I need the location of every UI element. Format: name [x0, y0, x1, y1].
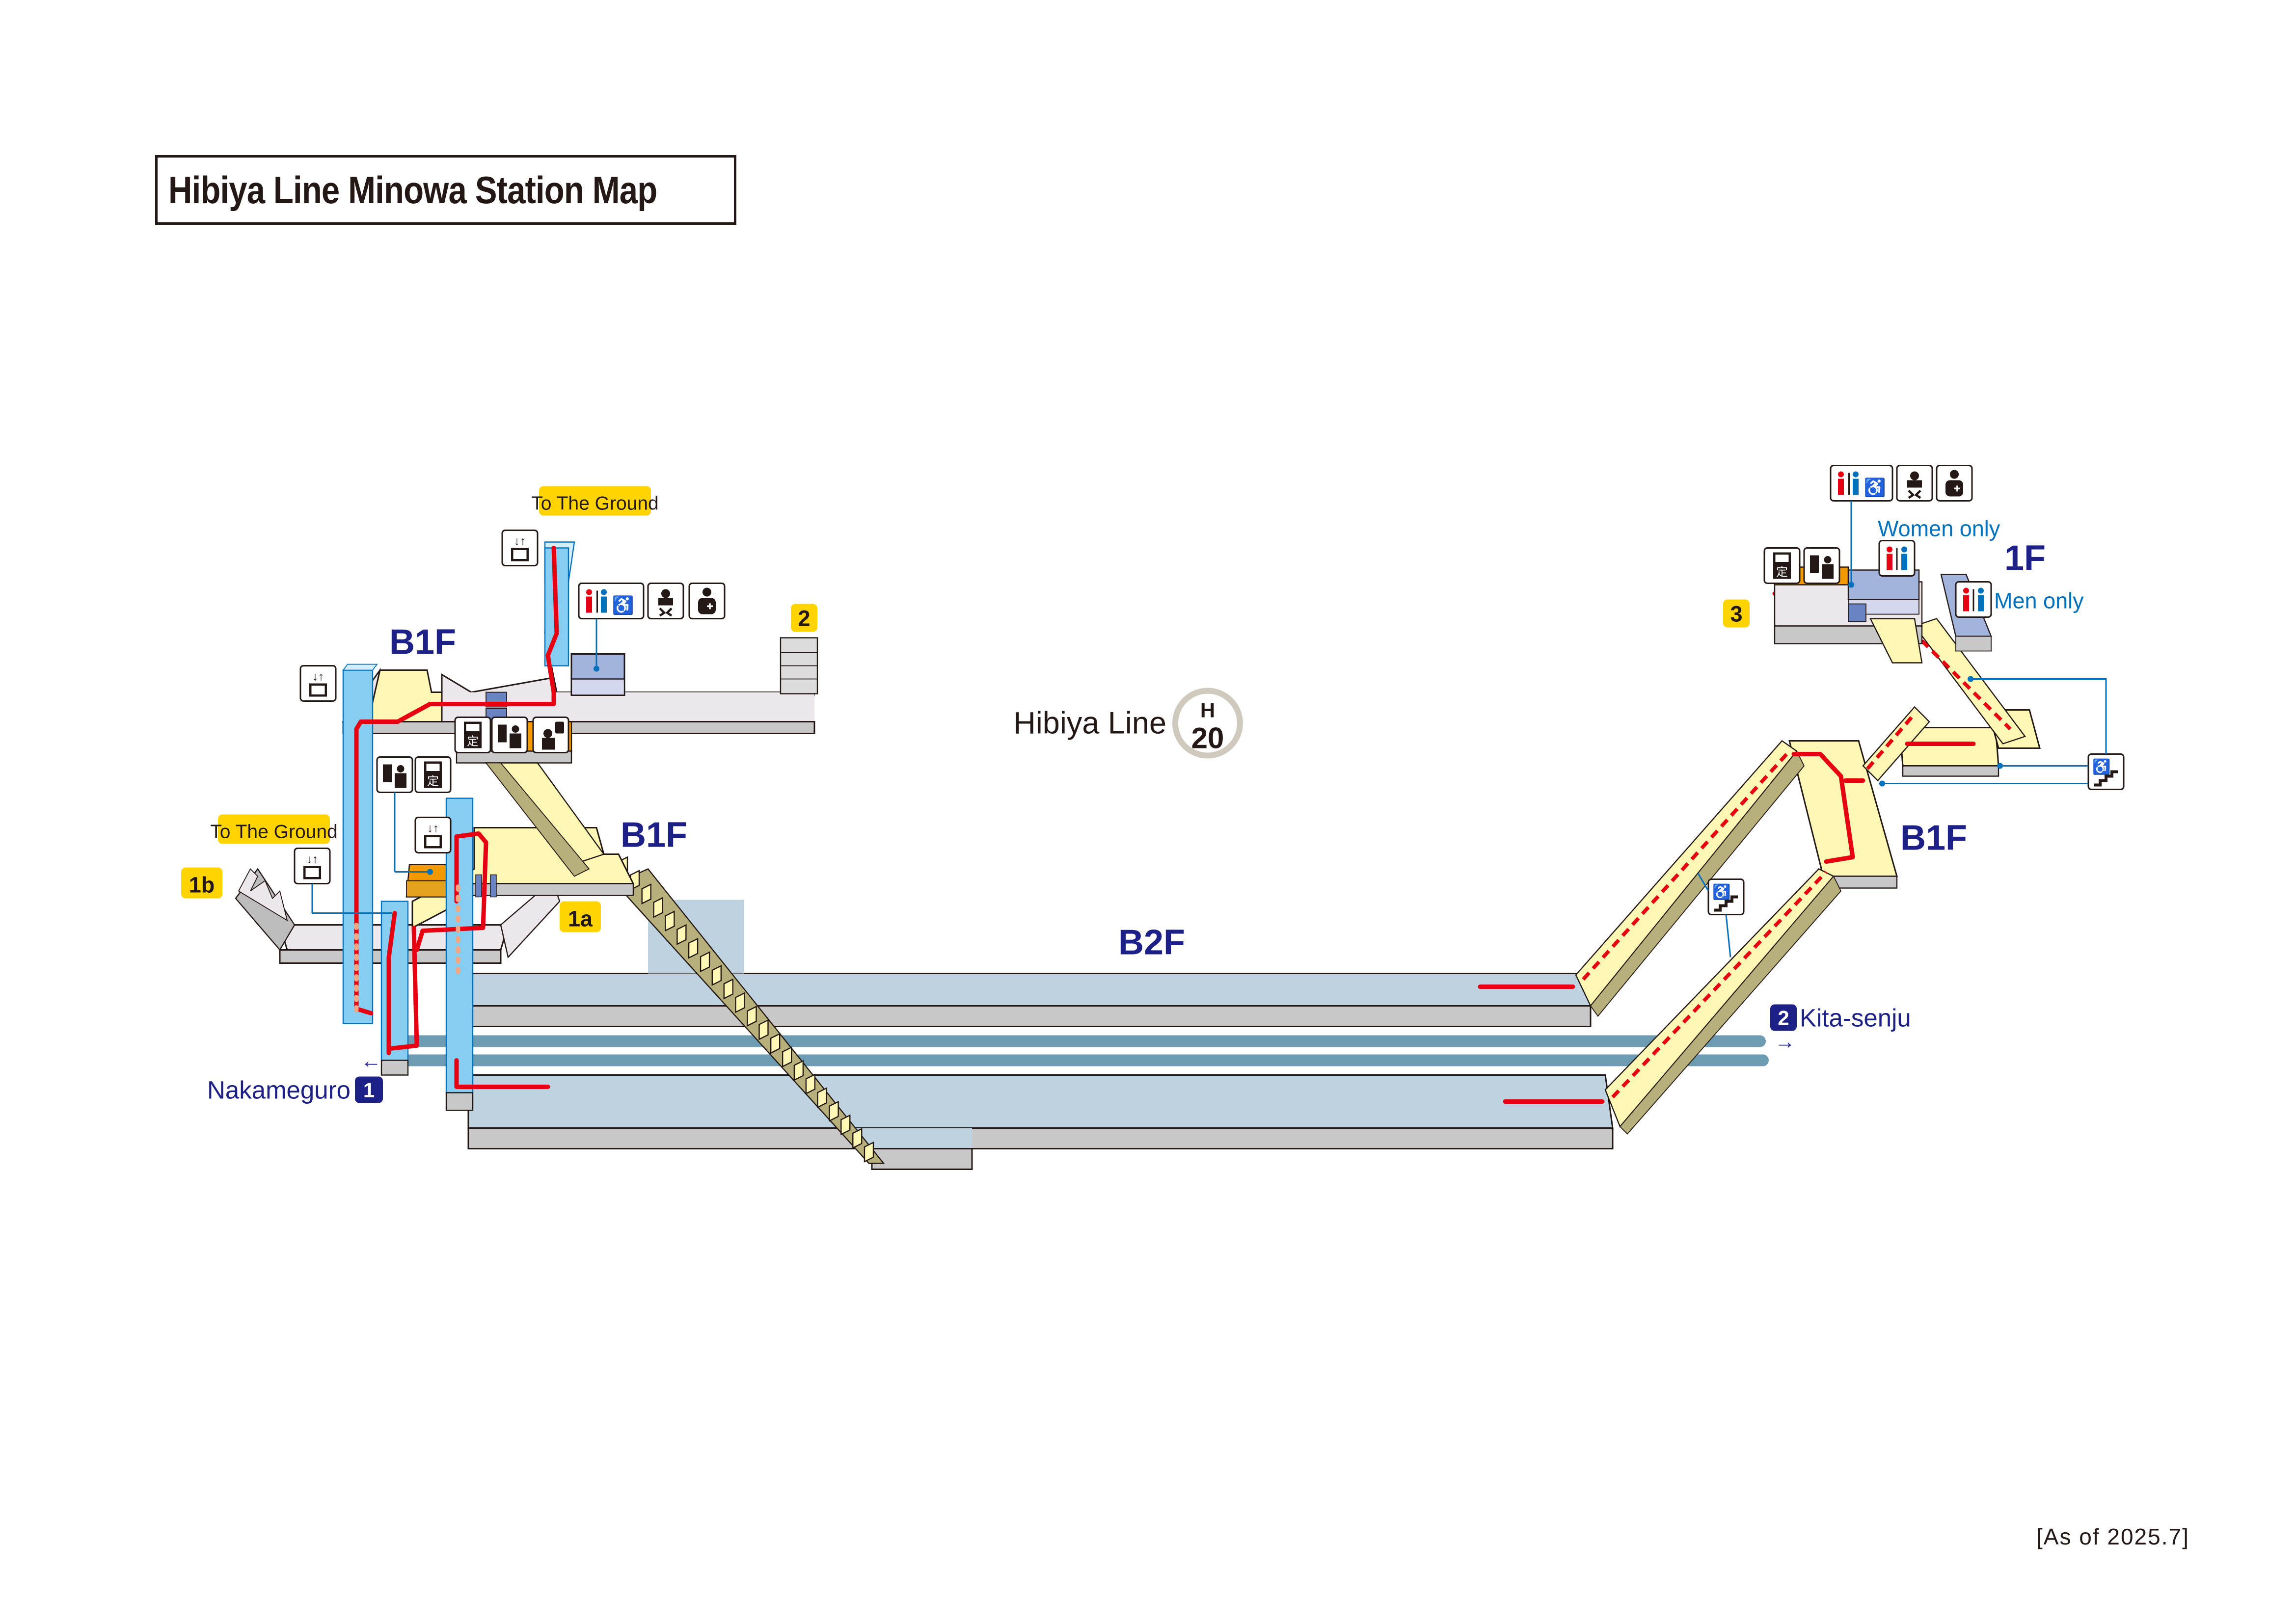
ticket-vending-icon: [1803, 547, 1840, 584]
women-only-note: Women only: [1878, 516, 2000, 541]
commuter-pass-icon: 定: [454, 717, 491, 753]
to-ground-label-upper: To The Ground: [531, 486, 659, 516]
floor-label-b1f-east: B1F: [1900, 819, 1967, 858]
floor-label-b1f-west-upper: B1F: [389, 623, 456, 662]
station-staff-icon: [532, 717, 569, 753]
svg-text:↓↑: ↓↑: [312, 670, 324, 684]
svg-text:↓↑: ↓↑: [427, 822, 439, 835]
elevator-icon: ↓↑: [414, 817, 452, 853]
line-badge: Hibiya Line H 20: [1013, 688, 1243, 759]
ticket-vending-icon: [376, 756, 413, 793]
svg-text:♿: ♿: [1712, 883, 1730, 901]
floor-label-b1f-west-lower: B1F: [621, 816, 687, 855]
elevator-icon: ↓↑: [294, 848, 331, 884]
svg-text:Kita-senju: Kita-senju: [1800, 1004, 1911, 1032]
direction-kita-senju: 2 Kita-senju →: [1770, 1004, 1911, 1053]
stair-lift-icon: ♿: [1707, 878, 1745, 915]
toilet-icon: ♿: [1830, 464, 1893, 502]
svg-text:2: 2: [1778, 1007, 1789, 1030]
men-only-note: Men only: [1994, 588, 2084, 613]
floor-label-1f: 1F: [2004, 539, 2046, 578]
toilet-icon-men: [1955, 581, 1992, 618]
stairs-west-short: [485, 762, 605, 877]
toilet-icon-women: [1878, 540, 1916, 577]
svg-text:定: 定: [427, 775, 439, 788]
exit-3-badge[interactable]: 3: [1723, 599, 1750, 628]
stair-lift-icon: ♿: [2087, 753, 2125, 790]
elevator-shaft-west-1: [342, 664, 378, 1024]
svg-text:2: 2: [798, 606, 810, 631]
svg-text:1a: 1a: [568, 906, 593, 931]
commuter-pass-icon: 定: [414, 756, 452, 793]
ticket-vending-icon: [491, 717, 528, 753]
svg-text:To The Ground: To The Ground: [210, 822, 337, 843]
as-of-date: [As of 2025.7]: [2036, 1524, 2189, 1549]
exit-2-badge[interactable]: 2: [791, 604, 817, 632]
line-name: Hibiya Line: [1013, 706, 1166, 741]
svg-text:1b: 1b: [189, 873, 215, 898]
stairs-east-south: [1604, 868, 1842, 1135]
svg-text:♿: ♿: [2092, 758, 2110, 775]
svg-text:定: 定: [467, 735, 479, 748]
page-title: Hibiya Line Minowa Station Map: [168, 168, 657, 212]
floor-label-b2f: B2F: [1118, 923, 1185, 962]
svg-text:To The Ground: To The Ground: [531, 493, 658, 514]
first-aid-icon: [688, 583, 726, 619]
wheelchair-icon: ♿: [1864, 478, 1886, 498]
to-ground-label-lower: To The Ground: [210, 814, 338, 844]
svg-text:Nakameguro: Nakameguro: [207, 1076, 351, 1104]
first-aid-icon: [1936, 465, 1973, 502]
elevator-icon: ↓↑: [299, 665, 337, 702]
elevator-icon: ↓↑: [501, 530, 539, 566]
svg-text:↓↑: ↓↑: [306, 853, 318, 866]
exit-1b-badge[interactable]: 1b: [181, 867, 222, 899]
toilet-icon: ♿: [578, 583, 645, 619]
arrow-right-icon: →: [1775, 1030, 1795, 1053]
line-code-letter: H: [1200, 699, 1215, 722]
b2f-platform-south: [467, 1074, 1614, 1170]
stairs-west-long: [615, 856, 885, 1164]
svg-text:3: 3: [1730, 602, 1742, 627]
accessible-route-west: [354, 546, 559, 1089]
accessible-route-west-dotted: [354, 884, 460, 1018]
commuter-pass-icon: 定: [1763, 547, 1801, 584]
station-number: 20: [1191, 722, 1224, 755]
b2f-platform-north: [456, 900, 1592, 1027]
svg-text:定: 定: [1776, 566, 1788, 579]
svg-text:1: 1: [363, 1079, 375, 1102]
direction-nakameguro: Nakameguro 1 ←: [207, 1049, 383, 1104]
title-box: Hibiya Line Minowa Station Map: [155, 155, 736, 225]
stairs-east-north: [1575, 740, 1805, 1017]
exit-1a-badge[interactable]: 1a: [560, 901, 601, 932]
baby-changing-icon: [647, 583, 684, 619]
baby-changing-icon: [1896, 465, 1933, 502]
arrow-left-icon: ←: [361, 1049, 381, 1072]
wheelchair-icon: ♿: [612, 595, 634, 615]
svg-text:↓↑: ↓↑: [514, 535, 526, 548]
